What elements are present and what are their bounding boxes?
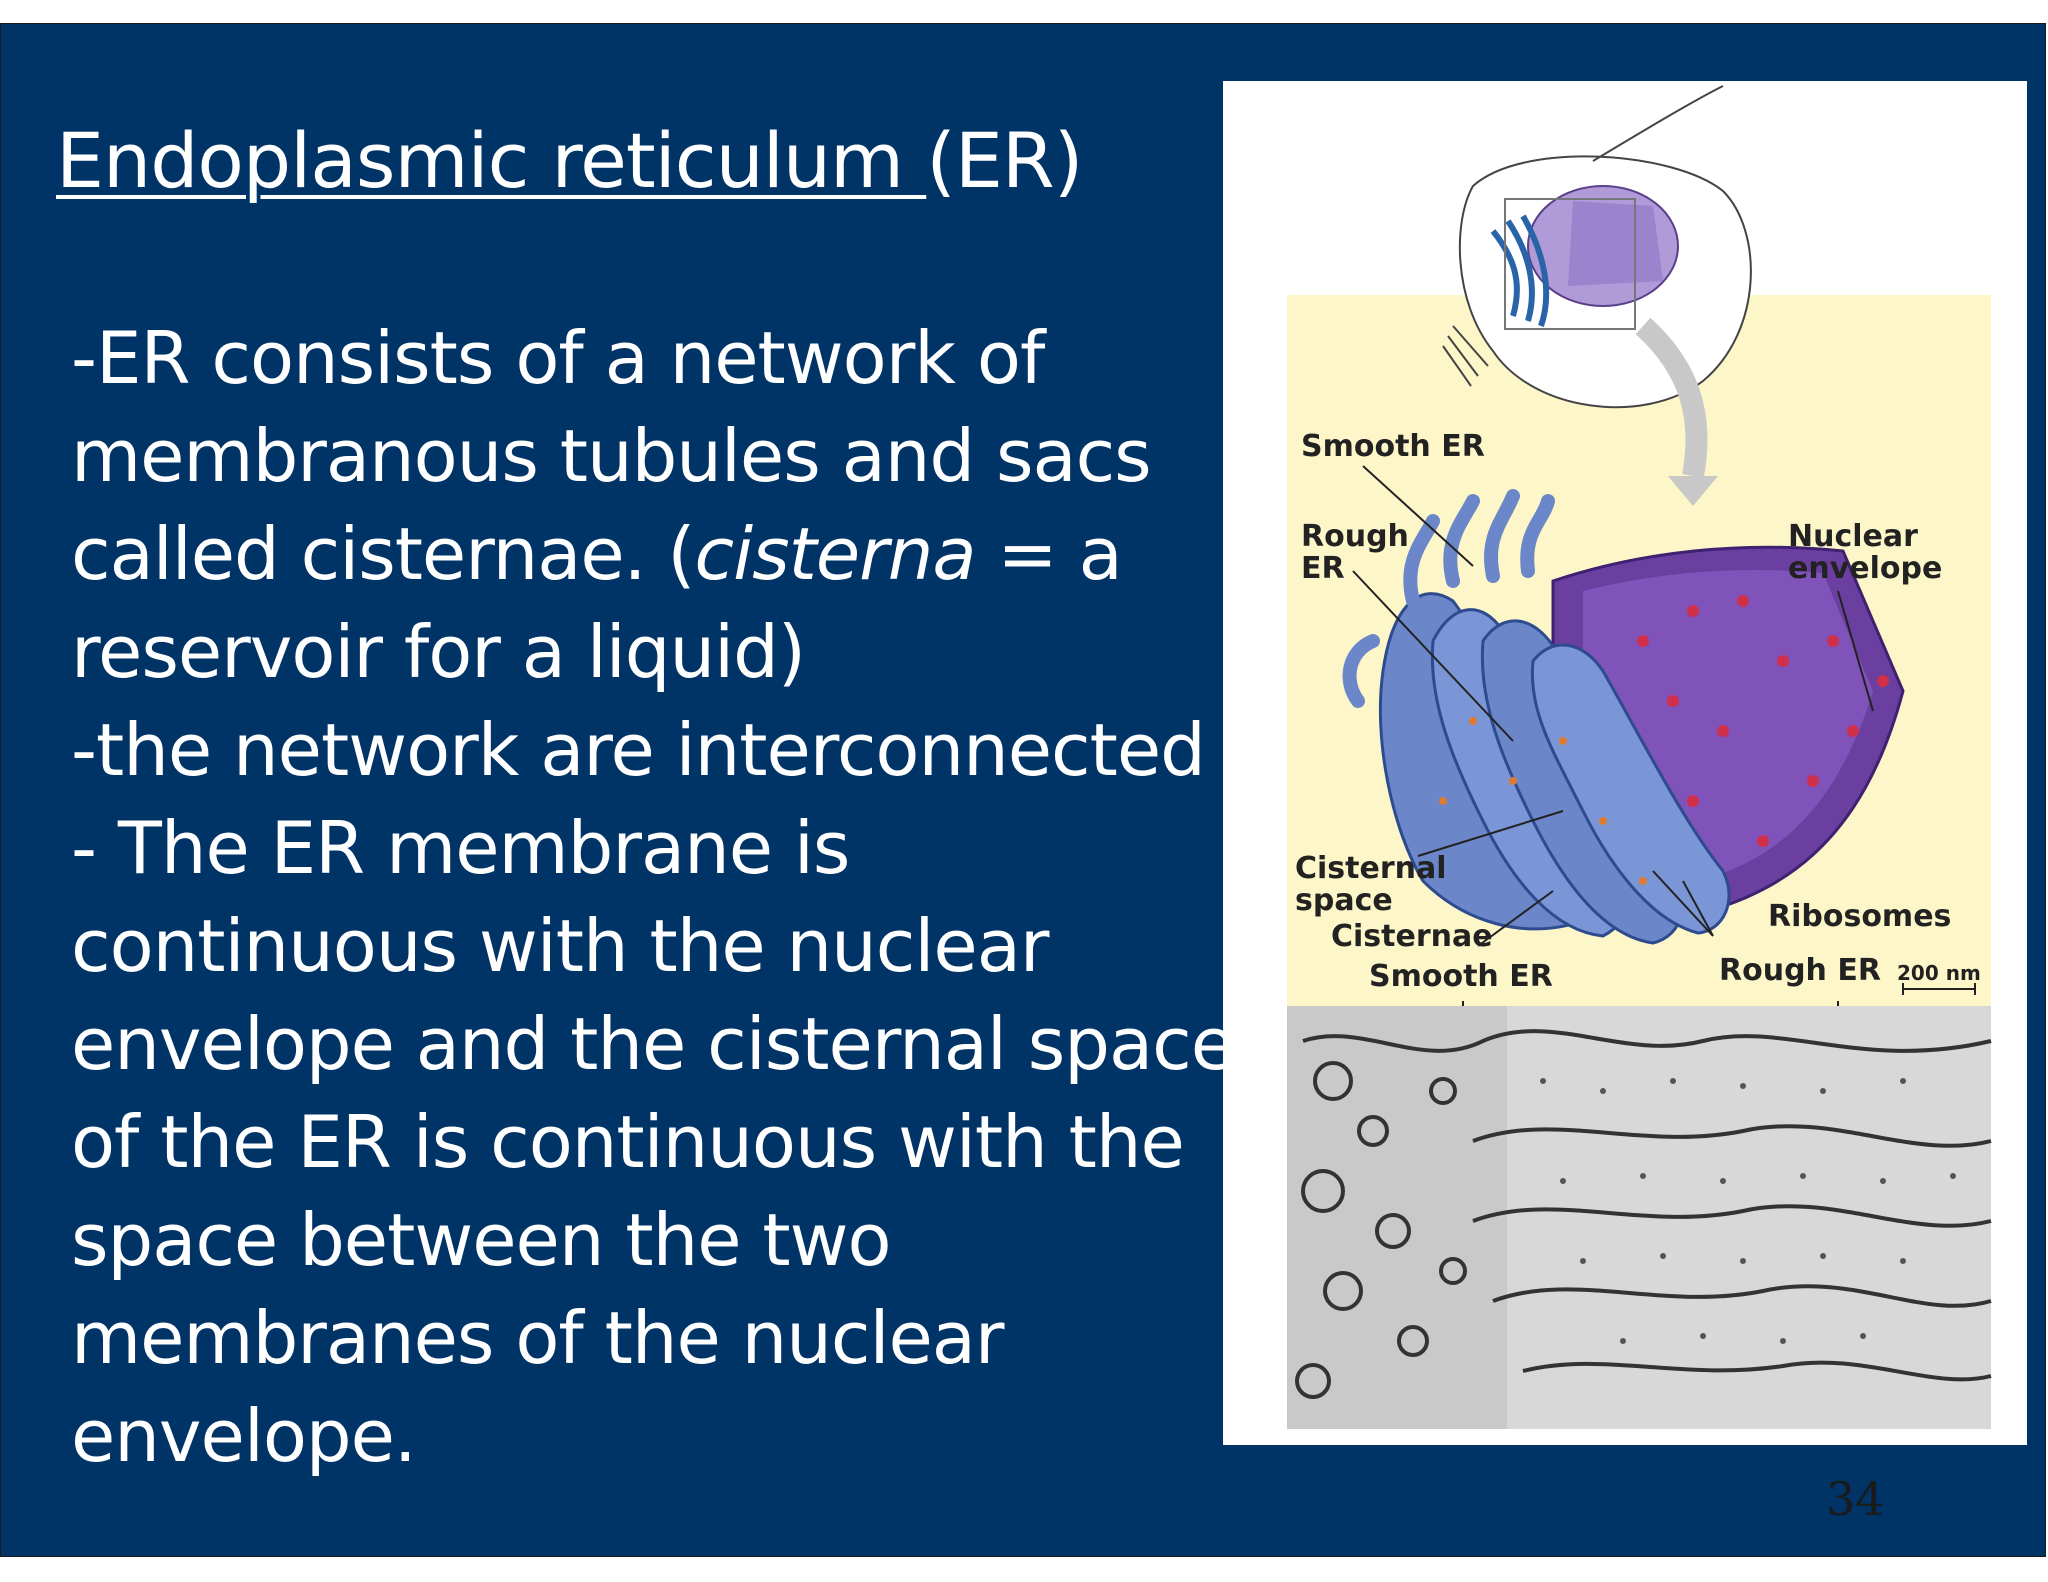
label-cisternae: Cisternae: [1331, 919, 1493, 954]
label-ribosomes: Ribosomes: [1768, 899, 1952, 934]
ribosome-dots: [1439, 595, 1889, 885]
title-underlined-text: Endoplasmic reticulum: [56, 116, 927, 205]
body-text-segment: called cisternae. (: [71, 512, 695, 596]
body-line: membranes of the nuclear: [71, 1296, 1005, 1380]
body-line: reservoir for a liquid): [71, 610, 806, 694]
body-line: space between the two: [71, 1198, 892, 1282]
slide-title: Endoplasmic reticulum (ER): [56, 116, 1083, 205]
body-line: of the ER is continuous with the: [71, 1100, 1185, 1184]
zoom-arrow: [1635, 317, 1708, 478]
zoom-arrowhead: [1668, 476, 1718, 506]
body-text-segment: = a: [975, 512, 1122, 596]
label-smooth-er-micrograph: Smooth ER: [1369, 959, 1553, 994]
body-line: - The ER membrane is: [71, 806, 850, 890]
er-cisternae: [1378, 592, 1731, 945]
body-text: -ER consists of a network of membranous …: [71, 309, 1235, 1485]
page-number: 34: [1826, 1472, 1885, 1526]
body-line: called cisternae. (cisterna = a: [71, 505, 1161, 603]
label-rough-er: Rough ER: [1301, 519, 1409, 586]
scale-bar: [1902, 983, 1976, 995]
er-illustration: [1287, 85, 1992, 1429]
title-rest-text: (ER): [926, 116, 1083, 205]
body-line: envelope and the cisternal space: [71, 1002, 1235, 1086]
body-line: membranous tubules and sacs: [71, 414, 1152, 498]
label-nuclear-envelope: Nuclear envelope: [1788, 519, 1943, 586]
er-figure: Smooth ER Rough ER Nuclear envelope Cist…: [1223, 81, 2027, 1445]
slide: Endoplasmic reticulum (ER) -ER consists …: [0, 23, 2046, 1557]
cisterna-italic-term: cisterna: [694, 512, 976, 596]
body-line: continuous with the nuclear: [71, 904, 1049, 988]
body-line: -the network are interconnected: [71, 708, 1206, 792]
label-scale: 200 nm: [1897, 961, 1981, 985]
label-rough-er-micrograph: Rough ER: [1719, 953, 1881, 988]
label-cisternal-space: Cisternal space: [1295, 851, 1447, 918]
body-line: envelope.: [71, 1394, 417, 1478]
label-smooth-er: Smooth ER: [1301, 429, 1485, 464]
body-line: -ER consists of a network of: [71, 316, 1045, 400]
cell-overview-sketch: [1442, 85, 1752, 409]
electron-micrograph: [1287, 1006, 1992, 1429]
